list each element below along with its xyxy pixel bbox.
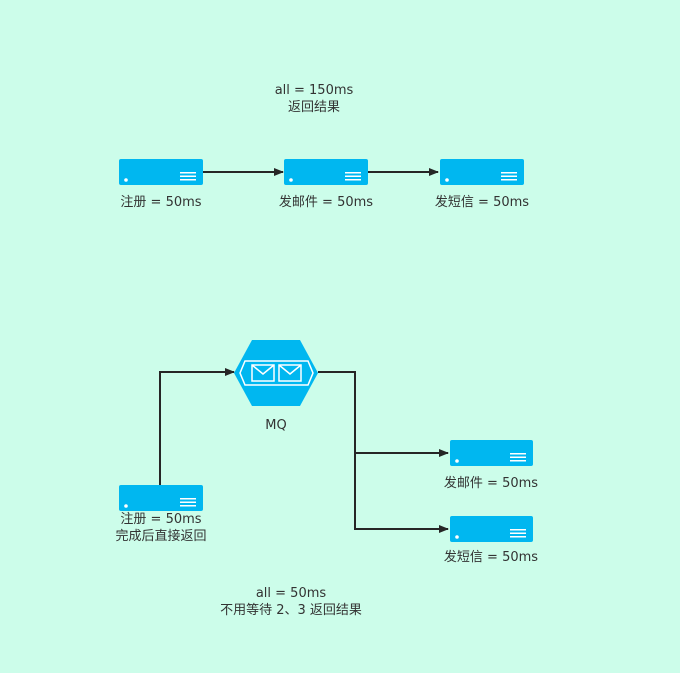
async-sms-label: 发短信 = 50ms (443, 550, 539, 565)
arrow-register-to-mq (159, 368, 235, 486)
server-icon (450, 516, 533, 542)
async-email-label: 发邮件 = 50ms (443, 476, 539, 491)
async-summary: all = 50ms 不用等待 2、3 返回结果 (171, 585, 411, 619)
sync-summary: all = 150ms 返回结果 (214, 82, 414, 116)
server-icon (284, 159, 368, 185)
mq-label: MQ (265, 418, 287, 433)
async-no-wait-note: 不用等待 2、3 返回结果 (220, 603, 362, 618)
server-icon (440, 159, 524, 185)
async-register-label: 注册 = 50ms 完成后直接返回 (81, 511, 241, 545)
server-icon (450, 440, 533, 466)
async-total-time: all = 50ms (255, 586, 327, 601)
register-node-label: 注册 = 50ms (120, 195, 202, 210)
server-icon (119, 485, 203, 511)
message-queue-icon (234, 340, 318, 406)
async-register-time: 注册 = 50ms (120, 512, 202, 527)
sms-node-label: 发短信 = 50ms (434, 195, 530, 210)
async-register-note: 完成后直接返回 (115, 529, 207, 544)
email-node-label: 发邮件 = 50ms (278, 195, 374, 210)
sync-return-note: 返回结果 (287, 100, 340, 115)
arrow-mq-to-sms (354, 453, 449, 533)
sync-total-time: all = 150ms (274, 83, 354, 98)
server-icon (119, 159, 203, 185)
arrow-mq-to-email (318, 371, 449, 457)
